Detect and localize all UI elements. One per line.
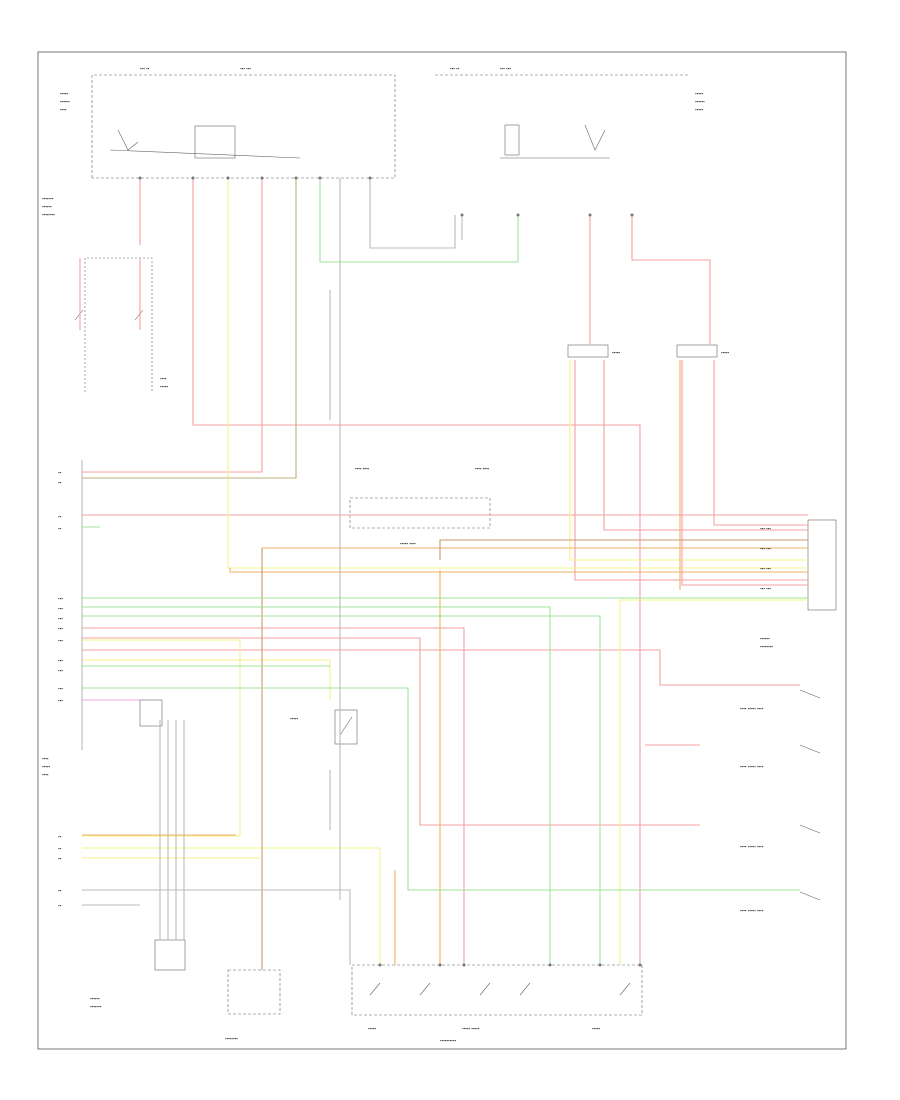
svg-text:▪▪▪▪: ▪▪▪▪ <box>160 376 167 381</box>
svg-text:▪▪▪▪▪: ▪▪▪▪▪ <box>42 764 50 769</box>
junction-box-left: ▪▪▪▪▪ ▪▪▪▪▪▪ ▪▪▪▪ ▪▪▪ ▪▪ ▪▪▪ ▪▪▪ <box>60 66 396 179</box>
svg-text:▪▪▪▪▪▪: ▪▪▪▪▪▪ <box>760 636 770 641</box>
svg-text:▪▪: ▪▪ <box>58 834 62 839</box>
svg-text:▪▪: ▪▪ <box>58 526 62 531</box>
svg-text:▪▪: ▪▪ <box>58 846 62 851</box>
svg-text:▪▪▪▪▪▪: ▪▪▪▪▪▪ <box>42 204 52 209</box>
svg-text:▪▪▪▪▪: ▪▪▪▪▪ <box>290 716 298 721</box>
svg-text:▪▪▪▪ ▪▪▪▪▪ ▪▪▪▪: ▪▪▪▪ ▪▪▪▪▪ ▪▪▪▪ <box>740 706 764 711</box>
svg-text:▪▪▪▪▪: ▪▪▪▪▪ <box>695 107 703 112</box>
svg-text:▪▪▪▪▪▪: ▪▪▪▪▪▪ <box>90 996 100 1001</box>
door-switch-right-rear: ▪▪▪▪ ▪▪▪▪▪ ▪▪▪▪ <box>740 891 821 913</box>
svg-text:▪▪▪: ▪▪▪ <box>58 616 63 621</box>
diagram-frame <box>37 51 847 1050</box>
svg-text:▪▪▪: ▪▪▪ <box>58 638 63 643</box>
headlight-switch: ▪▪▪▪▪ <box>592 1026 600 1031</box>
svg-text:▪▪▪ ▪▪: ▪▪▪ ▪▪ <box>140 66 150 71</box>
bottom-switch-panel: ▪▪▪▪▪ ▪▪▪▪▪ ▪▪▪▪▪ ▪▪▪▪▪ ▪▪▪▪▪▪▪▪▪▪ <box>351 964 643 1043</box>
svg-text:▪▪▪: ▪▪▪ <box>58 596 63 601</box>
svg-text:▪▪▪▪: ▪▪▪▪ <box>42 772 49 777</box>
svg-text:▪▪▪▪▪▪: ▪▪▪▪▪▪ <box>695 99 705 104</box>
svg-text:▪▪: ▪▪ <box>58 903 62 908</box>
svg-text:▪▪▪▪▪▪▪▪▪▪: ▪▪▪▪▪▪▪▪▪▪ <box>440 1038 456 1043</box>
svg-text:▪▪▪ ▪▪▪: ▪▪▪ ▪▪▪ <box>760 546 771 551</box>
svg-text:▪▪▪▪: ▪▪▪▪ <box>42 756 49 761</box>
left-headlight: ▪▪▪▪▪ <box>567 344 620 358</box>
svg-text:▪▪▪▪▪▪▪▪: ▪▪▪▪▪▪▪▪ <box>225 1036 238 1041</box>
svg-text:▪▪: ▪▪ <box>58 470 62 475</box>
svg-text:▪▪▪▪▪▪▪▪: ▪▪▪▪▪▪▪▪ <box>760 644 773 649</box>
svg-text:▪▪▪▪ ▪▪▪▪▪ ▪▪▪▪: ▪▪▪▪ ▪▪▪▪▪ ▪▪▪▪ <box>740 908 764 913</box>
svg-text:▪▪▪ ▪▪: ▪▪▪ ▪▪ <box>450 66 460 71</box>
door-switch-left-front: ▪▪▪▪ ▪▪▪▪▪ ▪▪▪▪ <box>740 689 821 711</box>
svg-text:▪▪▪: ▪▪▪ <box>58 698 63 703</box>
svg-text:▪▪▪: ▪▪▪ <box>58 606 63 611</box>
svg-text:▪▪▪: ▪▪▪ <box>58 626 63 631</box>
center-relay: ▪▪▪▪▪ <box>290 709 358 745</box>
combination-meter: ▪▪▪▪ ▪▪▪▪ ▪▪▪▪ ▪▪▪▪ ▪▪▪▪▪ ▪▪▪▪ <box>349 466 491 546</box>
door-switch-left-rear: ▪▪▪▪ ▪▪▪▪▪ ▪▪▪▪ <box>740 824 821 849</box>
svg-text:▪▪▪▪▪ ▪▪▪▪: ▪▪▪▪▪ ▪▪▪▪ <box>400 541 416 546</box>
svg-text:▪▪▪: ▪▪▪ <box>58 658 63 663</box>
svg-text:▪▪: ▪▪ <box>58 856 62 861</box>
svg-text:▪▪▪ ▪▪▪: ▪▪▪ ▪▪▪ <box>240 66 251 71</box>
svg-text:▪▪▪▪▪▪▪: ▪▪▪▪▪▪▪ <box>42 196 54 201</box>
svg-text:▪▪▪▪▪: ▪▪▪▪▪ <box>695 91 703 96</box>
svg-text:▪▪▪▪▪: ▪▪▪▪▪ <box>612 350 620 355</box>
svg-text:▪▪▪▪: ▪▪▪▪ <box>60 107 67 112</box>
svg-text:▪▪▪▪▪▪: ▪▪▪▪▪▪ <box>60 99 70 104</box>
wire-labels: ▪▪ ▪▪ ▪▪ ▪▪ ▪▪▪ ▪▪▪ ▪▪▪ ▪▪▪ ▪▪▪ ▪▪▪ ▪▪▪ … <box>58 470 771 908</box>
svg-text:▪▪▪▪ ▪▪▪▪▪ ▪▪▪▪: ▪▪▪▪ ▪▪▪▪▪ ▪▪▪▪ <box>740 764 764 769</box>
light-control-switch: ▪▪▪▪▪ ▪▪▪▪▪ <box>462 1026 480 1031</box>
svg-text:▪▪▪▪▪▪▪: ▪▪▪▪▪▪▪ <box>90 1004 102 1009</box>
svg-text:▪▪▪ ▪▪▪: ▪▪▪ ▪▪▪ <box>760 526 771 531</box>
svg-text:▪▪▪▪▪▪▪▪: ▪▪▪▪▪▪▪▪ <box>42 212 55 217</box>
connector-dots <box>138 176 642 967</box>
wires <box>79 178 808 970</box>
connector-right: ▪▪▪▪▪▪ ▪▪▪▪▪▪▪▪ <box>760 519 837 649</box>
svg-text:▪▪▪ ▪▪▪: ▪▪▪ ▪▪▪ <box>760 566 771 571</box>
svg-text:▪▪▪▪ ▪▪▪▪: ▪▪▪▪ ▪▪▪▪ <box>475 466 489 471</box>
svg-text:▪▪▪▪ ▪▪▪▪: ▪▪▪▪ ▪▪▪▪ <box>355 466 369 471</box>
right-headlight: ▪▪▪▪▪ <box>676 344 729 358</box>
svg-text:▪▪▪▪ ▪▪▪▪▪ ▪▪▪▪: ▪▪▪▪ ▪▪▪▪▪ ▪▪▪▪ <box>740 844 764 849</box>
svg-text:▪▪▪ ▪▪▪: ▪▪▪ ▪▪▪ <box>500 66 511 71</box>
svg-text:▪▪▪: ▪▪▪ <box>58 686 63 691</box>
svg-text:▪▪▪▪▪: ▪▪▪▪▪ <box>721 350 729 355</box>
svg-text:▪▪: ▪▪ <box>58 888 62 893</box>
bottom-left-module: ▪▪▪▪▪▪▪▪ ▪▪▪▪▪▪ ▪▪▪▪▪▪▪ <box>90 939 281 1041</box>
svg-text:▪▪▪: ▪▪▪ <box>58 668 63 673</box>
junction-box-right: ▪▪▪ ▪▪ ▪▪▪ ▪▪▪ ▪▪▪▪▪ ▪▪▪▪▪▪ ▪▪▪▪▪ <box>435 66 705 159</box>
svg-text:▪▪▪ ▪▪▪: ▪▪▪ ▪▪▪ <box>760 586 771 591</box>
svg-text:▪▪: ▪▪ <box>58 514 62 519</box>
relay-box-left: ▪▪▪▪▪▪▪ ▪▪▪▪▪▪ ▪▪▪▪▪▪▪▪ ▪▪▪▪ ▪▪▪▪▪ <box>42 196 168 392</box>
svg-text:▪▪▪▪▪: ▪▪▪▪▪ <box>160 384 168 389</box>
svg-text:▪▪: ▪▪ <box>58 480 62 485</box>
dimmer-switch: ▪▪▪▪▪ <box>368 1026 376 1031</box>
svg-text:▪▪▪▪▪: ▪▪▪▪▪ <box>60 91 68 96</box>
door-switch-right-front: ▪▪▪▪ ▪▪▪▪▪ ▪▪▪▪ <box>740 744 821 769</box>
